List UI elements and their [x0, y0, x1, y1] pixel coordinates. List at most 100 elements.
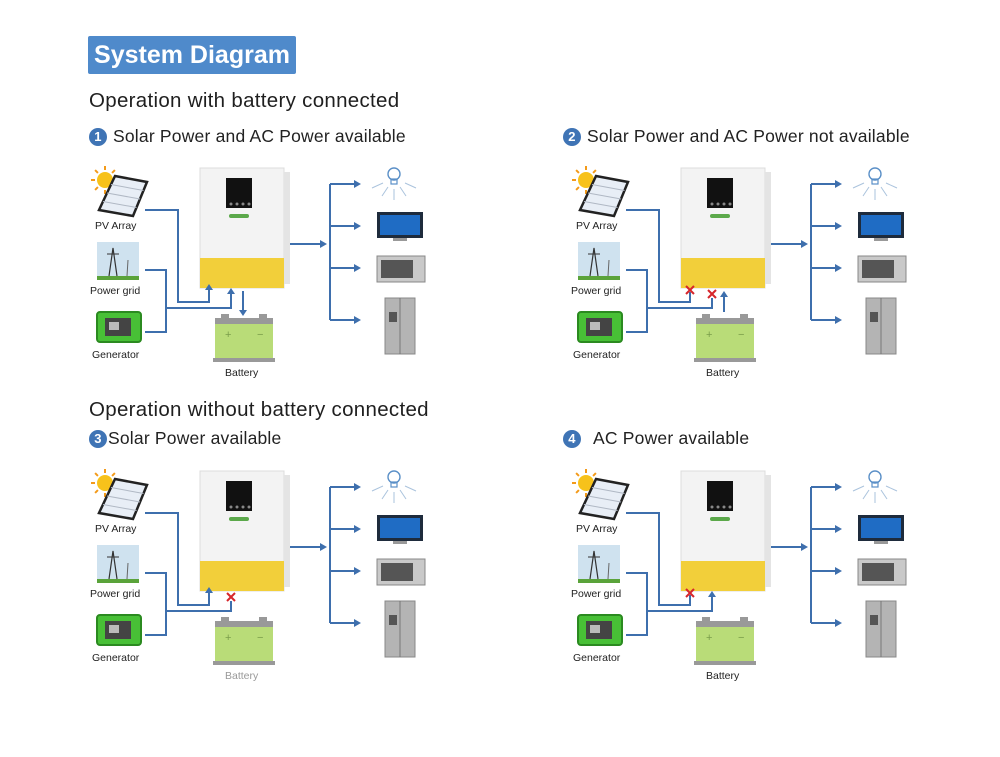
pv-line — [145, 209, 210, 303]
connection-lines — [626, 512, 713, 636]
svg-text:−: − — [738, 329, 744, 341]
arrow-head-icon — [227, 288, 235, 294]
svg-text:−: − — [257, 632, 263, 644]
scenario-1-heading: 1 Solar Power and AC Power available — [89, 126, 406, 147]
generator-icon — [577, 311, 623, 343]
arrow-head-icon — [354, 222, 361, 230]
battery-icon: +− — [213, 314, 275, 362]
pv-label: PV Array — [95, 523, 137, 535]
arrow-head-icon — [835, 222, 842, 230]
battery-label: Battery — [706, 367, 740, 379]
battery-label: Battery — [706, 670, 740, 682]
television-icon — [858, 212, 904, 241]
inverter-icon — [199, 167, 290, 289]
battery-label: Battery — [225, 670, 259, 682]
microwave-icon — [857, 255, 907, 283]
power-grid-icon — [578, 545, 620, 583]
power-grid-icon — [97, 242, 139, 280]
connection-lines — [145, 209, 232, 333]
scenario-4-heading: 4 AC Power available — [563, 428, 749, 449]
arrow-head-icon — [835, 316, 842, 324]
arrow-head-icon — [354, 316, 361, 324]
generator-icon — [96, 614, 142, 646]
svg-text:−: − — [257, 329, 263, 341]
section-heading-with-battery: Operation with battery connected — [89, 89, 400, 112]
generator-line — [145, 308, 167, 333]
scenario-3-heading: 3 Solar Power available — [89, 428, 281, 449]
number-badge-icon: 1 — [89, 127, 107, 146]
television-icon — [858, 515, 904, 544]
microwave-icon — [857, 558, 907, 586]
television-icon — [377, 212, 423, 241]
generator-line — [145, 611, 167, 636]
generator-line — [626, 611, 648, 636]
flow-markers — [205, 180, 361, 324]
connection-lines — [145, 512, 232, 636]
generator-icon — [96, 311, 142, 343]
generator-label: Generator — [573, 652, 621, 664]
arrow-head-icon — [835, 483, 842, 491]
scenario-title: Solar Power and AC Power not available — [587, 126, 910, 146]
generator-label: Generator — [573, 349, 621, 361]
light-bulb-icon — [852, 470, 898, 503]
battery-icon: +− — [694, 617, 756, 665]
refrigerator-icon — [384, 297, 416, 355]
generator-label: Generator — [92, 652, 140, 664]
pv-label: PV Array — [576, 220, 618, 232]
arrow-head-icon — [205, 284, 213, 290]
inverter-icon — [680, 470, 771, 592]
page-title: System Diagram — [88, 36, 296, 74]
power-grid-icon — [97, 545, 139, 583]
pv-line — [626, 209, 691, 303]
svg-text:+: + — [225, 632, 231, 644]
diagram-canvas: +− — [91, 166, 426, 362]
svg-text:+: + — [706, 329, 712, 341]
flow-markers — [205, 483, 361, 627]
diagram-canvas: +− — [572, 469, 907, 665]
number-badge-icon: 2 — [563, 127, 581, 146]
number-badge-icon: 3 — [89, 429, 107, 448]
scenario-title: Solar Power available — [108, 428, 282, 448]
solar-panel-icon — [572, 166, 630, 218]
blocked-x-icon — [707, 289, 717, 299]
svg-text:+: + — [706, 632, 712, 644]
blocked-x-icon — [226, 592, 236, 602]
microwave-icon — [376, 255, 426, 283]
solar-panel-icon — [572, 469, 630, 521]
solar-panel-icon — [91, 166, 149, 218]
grid-label: Power grid — [571, 285, 622, 297]
pv-label: PV Array — [576, 523, 618, 535]
generator-icon — [577, 614, 623, 646]
arrow-head-icon — [835, 525, 842, 533]
generator-label: Generator — [92, 349, 140, 361]
arrow-head-icon — [835, 264, 842, 272]
svg-text:−: − — [738, 632, 744, 644]
pv-label: PV Array — [95, 220, 137, 232]
arrow-head-icon — [835, 567, 842, 575]
arrow-head-icon — [720, 291, 728, 297]
arrow-head-icon — [708, 591, 716, 597]
solar-panel-icon — [91, 469, 149, 521]
battery-icon: +− — [213, 617, 275, 665]
battery-icon: +− — [694, 314, 756, 362]
pv-line — [145, 512, 210, 606]
arrow-head-icon — [354, 264, 361, 272]
scenario-2-heading: 2 Solar Power and AC Power not available — [563, 126, 910, 147]
diagram-canvas: +− — [91, 469, 426, 665]
refrigerator-icon — [384, 600, 416, 658]
section-heading-without-battery: Operation without battery connected — [89, 398, 429, 421]
arrow-head-icon — [354, 180, 361, 188]
television-icon — [377, 515, 423, 544]
arrow-head-icon — [354, 525, 361, 533]
blocked-x-icon — [685, 588, 695, 598]
connection-lines — [626, 209, 713, 333]
grid-label: Power grid — [90, 588, 141, 600]
power-grid-icon — [578, 242, 620, 280]
diagram-canvas: +− — [572, 166, 907, 362]
flow-markers — [685, 483, 842, 627]
arrow-head-icon — [239, 310, 247, 316]
grid-label: Power grid — [90, 285, 141, 297]
arrow-head-icon — [354, 483, 361, 491]
arrow-head-icon — [835, 619, 842, 627]
